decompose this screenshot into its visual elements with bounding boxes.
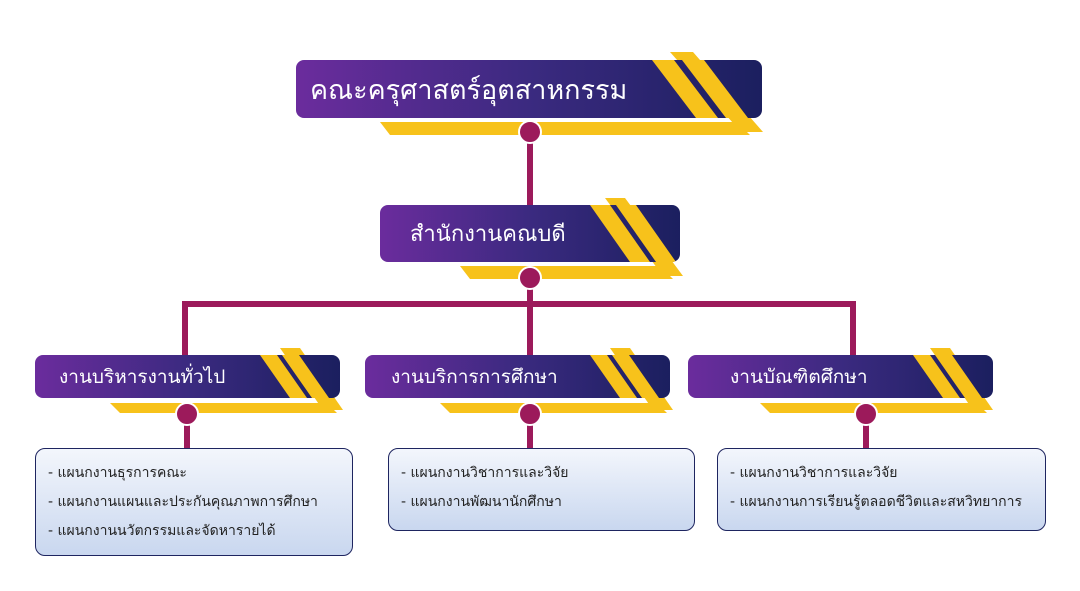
list-item: - แผนกงานวิชาการและวิจัย xyxy=(730,465,898,481)
list-item: - แผนกงานการเรียนรู้ตลอดชีวิตและสหวิทยาก… xyxy=(730,494,1023,510)
node-dot xyxy=(854,402,878,426)
list-item: - แผนกงานธุรการคณะ xyxy=(48,465,187,481)
unit-detail-box-general-admin: - แผนกงานธุรการคณะ - แผนกงานแผนและประกัน… xyxy=(35,448,353,556)
faculty-header: คณะครุศาสตร์อุตสาหกรรม xyxy=(296,60,762,118)
list-item: - แผนกงานพัฒนานักศึกษา xyxy=(401,494,562,510)
node-dot xyxy=(518,402,542,426)
node-dot xyxy=(518,266,542,290)
unit-header-general-admin: งานบริหารงานทั่วไป xyxy=(35,355,340,398)
connector-left-down xyxy=(182,301,188,361)
unit-title: งานบริการการศึกษา xyxy=(391,365,558,388)
unit-detail-box-graduate: - แผนกงานวิชาการและวิจัย - แผนกงานการเรี… xyxy=(717,448,1046,531)
connector-top-middle xyxy=(527,135,533,210)
unit-detail-box-academic-service: - แผนกงานวิชาการและวิจัย - แผนกงานพัฒนาน… xyxy=(388,448,695,531)
unit-title: งานบัณฑิตศึกษา xyxy=(730,365,868,388)
node-dot xyxy=(518,120,542,144)
connector-horizontal xyxy=(182,301,856,307)
connector-unit3-box xyxy=(863,410,869,450)
unit-header-academic-service: งานบริการการศึกษา xyxy=(365,355,670,398)
connector-middle-down xyxy=(527,280,533,360)
node-dot xyxy=(175,402,199,426)
list-item: - แผนกงานแผนและประกันคุณภาพการศึกษา xyxy=(48,494,318,510)
connector-unit1-box xyxy=(184,410,190,450)
faculty-title: คณะครุศาสตร์อุตสาหกรรม xyxy=(310,74,628,106)
unit-header-graduate: งานบัณฑิตศึกษา xyxy=(688,355,993,398)
connector-unit2-box xyxy=(527,410,533,450)
dean-office-title: สำนักงานคณบดี xyxy=(410,222,566,247)
list-item: - แผนกงานนวัตกรรมและจัดหารายได้ xyxy=(48,523,276,539)
list-item: - แผนกงานวิชาการและวิจัย xyxy=(401,465,569,481)
unit-title: งานบริหารงานทั่วไป xyxy=(59,365,226,388)
connector-right-down xyxy=(850,301,856,361)
dean-office-header: สำนักงานคณบดี xyxy=(380,205,680,262)
